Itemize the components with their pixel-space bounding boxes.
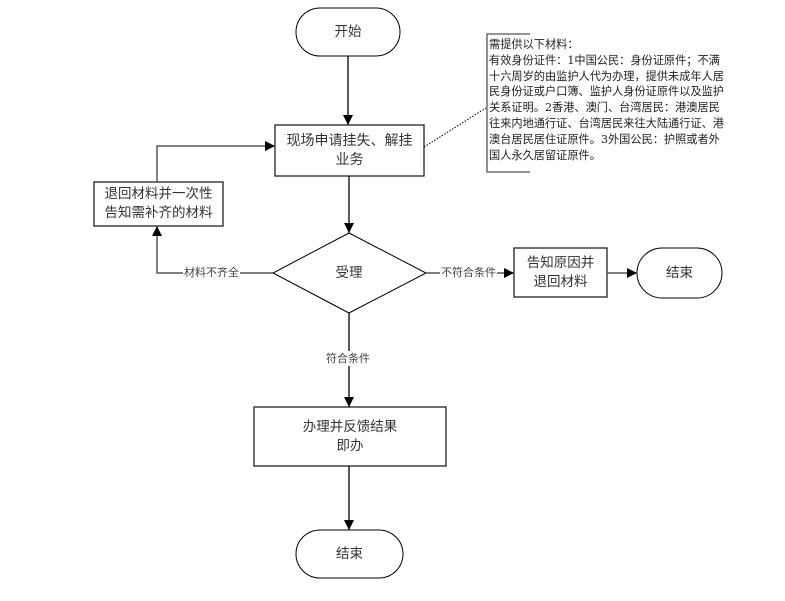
apply-text-line-2: 业务 — [335, 151, 364, 168]
annotation-line: 有效身份证件：1中国公民：身份证原件；不满 — [489, 53, 720, 67]
edge-return-to-apply — [156, 141, 275, 182]
start-text: 开始 — [334, 23, 362, 40]
annotation-text: 需提供以下材料： 有效身份证件：1中国公民：身份证原件；不满 十六周岁的由监护人… — [489, 37, 785, 163]
notify-reason-box — [513, 247, 608, 298]
edge-label-incomplete: 材料不齐全 — [183, 266, 240, 279]
notify-text-line-1: 告知原因并 — [526, 254, 595, 271]
annotation-line: 国人永久居留证原件。 — [489, 148, 601, 162]
annotation-line: 澳台居民居住证原件。3外国公民：护照或者外 — [489, 132, 720, 146]
accept-label: 受理 — [300, 260, 398, 286]
return-text-line-1: 退回材料并一次性 — [104, 186, 213, 202]
notify-reason-label: 告知原因并 退回材料 — [514, 248, 607, 297]
edge-label-not-eligible: 不符合条件 — [440, 266, 497, 279]
end-main-label: 结束 — [296, 530, 403, 578]
apply-box — [274, 124, 425, 177]
annotation-line: 往来内地通行证、台湾居民来往大陆通行证、港 — [489, 116, 724, 130]
process-text-line-2: 即办 — [336, 437, 364, 454]
process-result-label: 办理并反馈结果 即办 — [254, 407, 446, 466]
annotation-line: 民身份证或户口簿、监护人身份证原件以及监护 — [489, 85, 724, 99]
edge-label-eligible: 符合条件 — [325, 351, 371, 366]
process-result-box — [253, 406, 447, 467]
accept-text: 受理 — [335, 264, 363, 281]
end-reject-text: 结束 — [666, 264, 693, 281]
apply-label: 现场申请挂失、解挂 业务 — [275, 125, 424, 176]
start-label: 开始 — [296, 8, 400, 56]
annotation-line: 关系证明。2香港、澳门、台湾居民：港澳居民 — [489, 101, 720, 115]
return-text-line-2: 告知需补齐的材料 — [104, 205, 213, 221]
end-main-text: 结束 — [336, 545, 363, 562]
return-materials-box — [93, 181, 224, 227]
process-text-line-1: 办理并反馈结果 — [302, 418, 398, 435]
annotation-bracket — [486, 33, 530, 173]
annotation-connector — [423, 107, 487, 148]
notify-text-line-2: 退回材料 — [533, 273, 588, 290]
annotation-line: 需提供以下材料： — [489, 38, 579, 51]
apply-text-line-1: 现场申请挂失、解挂 — [286, 132, 413, 149]
end-reject-label: 结束 — [637, 248, 722, 298]
annotation-line: 十六周岁的由监护人代为办理，提供未成年人居 — [489, 69, 724, 83]
return-materials-label: 退回材料并一次性 告知需补齐的材料 — [94, 182, 223, 226]
